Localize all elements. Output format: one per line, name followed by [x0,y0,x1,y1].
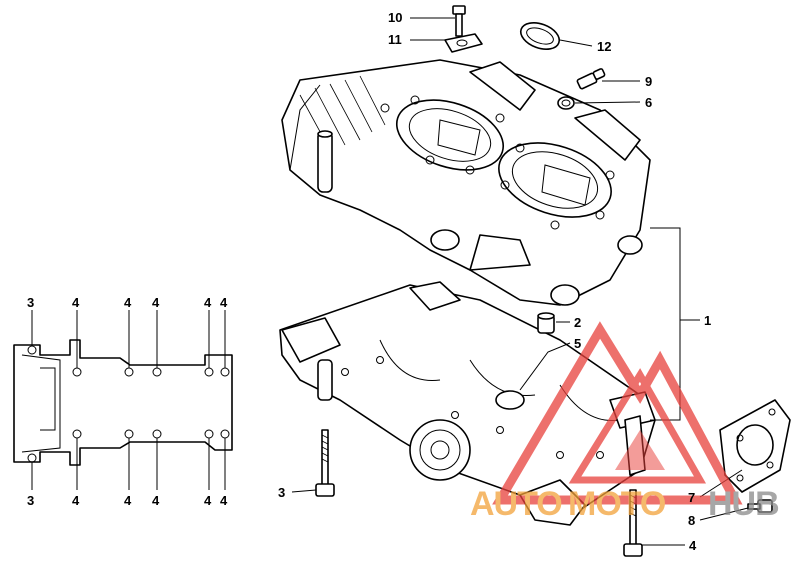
inset-bottom-label: 4 [124,493,132,508]
callout-7: 7 [688,490,695,505]
callout-3: 3 [278,485,285,500]
callout-5: 5 [574,336,581,351]
callout-1: 1 [704,313,711,328]
inset-bottom-label: 3 [27,493,34,508]
inset-bottom-label: 4 [204,493,212,508]
watermark-word-hub: HUB [708,485,779,523]
inset-top-label: 4 [72,295,80,310]
long-bolt-right [623,489,643,557]
inset-bottom-label: 4 [152,493,160,508]
inset-callouts-top: 3 4 4 4 4 4 [27,295,228,310]
inset-callouts-bottom: 3 4 4 4 4 4 [27,493,228,508]
gasket-plate [719,399,791,493]
washer [557,96,575,110]
inset-top-label: 4 [124,295,132,310]
callout-12: 12 [597,39,611,54]
inset-top-label: 4 [220,295,228,310]
inset-bottom-label: 4 [220,493,228,508]
dowel-pin [537,312,555,334]
callout-6: 6 [645,95,652,110]
hose-clamp [519,22,561,50]
callout-4: 4 [689,538,697,553]
watermark-word-moto: MOTO [568,485,666,523]
inset-bottom-label: 4 [72,493,80,508]
callout-10: 10 [388,10,402,25]
callout-9: 9 [645,74,652,89]
long-bolt-left [315,429,335,497]
watermark-logo: AUTO MOTO HUB [470,321,780,523]
fitting [576,68,606,90]
callout-11: 11 [388,32,402,47]
inset-top-label: 3 [27,295,34,310]
bolt-top [452,5,466,37]
callout-labels: 10 11 12 9 6 1 2 5 3 4 7 8 [278,10,711,553]
upper-crankcase [281,59,651,306]
inset-top-label: 4 [204,295,212,310]
lower-crankcase [279,281,656,526]
inset-gasket [13,310,233,490]
callout-2: 2 [574,315,581,330]
watermark-word-auto: AUTO [470,485,562,523]
bracket [444,33,483,53]
inset-top-label: 4 [152,295,160,310]
small-screw [747,499,773,513]
callout-8: 8 [688,513,695,528]
